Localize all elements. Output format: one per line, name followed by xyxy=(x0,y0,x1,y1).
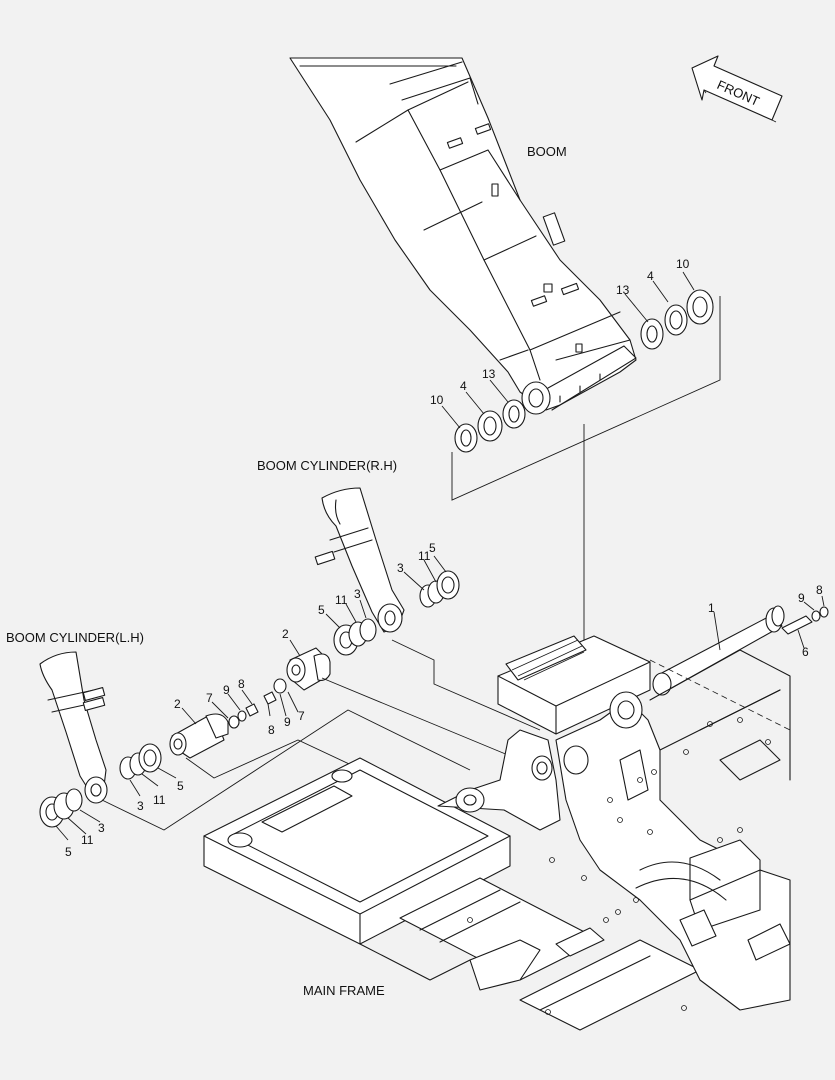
callout-11: 11 xyxy=(418,549,431,563)
boom-cylinder-lh-washers xyxy=(39,743,177,841)
callout-11: 11 xyxy=(81,833,94,847)
callout-1: 1 xyxy=(708,601,715,615)
callout-2: 2 xyxy=(174,697,181,711)
boom-washers-left xyxy=(441,379,526,453)
group-bracket-rh xyxy=(391,639,541,731)
callout-3: 3 xyxy=(137,799,144,813)
main-frame-label: MAIN FRAME xyxy=(303,983,385,998)
boom-cylinder-lh xyxy=(39,651,108,804)
callout-8: 8 xyxy=(816,583,823,597)
callout-4: 4 xyxy=(460,379,467,393)
callout-2: 2 xyxy=(282,627,289,641)
boom xyxy=(289,57,637,415)
callout-8: 8 xyxy=(268,723,275,737)
callout-11: 11 xyxy=(153,793,166,807)
callout-8: 8 xyxy=(238,677,245,691)
callout-5: 5 xyxy=(318,603,325,617)
callout-10: 10 xyxy=(430,393,444,407)
callout-7: 7 xyxy=(206,691,213,705)
callout-13: 13 xyxy=(616,283,630,297)
pin-2-rh xyxy=(263,639,331,717)
boom-cylinder-rh xyxy=(314,487,405,633)
group-bracket-lh xyxy=(101,709,471,831)
callout-9: 9 xyxy=(284,715,291,729)
callout-3: 3 xyxy=(98,821,105,835)
callout-5: 5 xyxy=(65,845,72,859)
callout-9: 9 xyxy=(223,683,230,697)
front-arrow: FRONT xyxy=(691,55,783,123)
boom-label: BOOM xyxy=(527,144,567,159)
callout-13: 13 xyxy=(482,367,496,381)
callout-7: 7 xyxy=(298,709,305,723)
boom-washers-right xyxy=(624,271,714,350)
pin-2-lh xyxy=(169,689,259,759)
leader-pin-rh xyxy=(321,677,521,761)
callout-5: 5 xyxy=(429,541,436,555)
group-bracket-boom xyxy=(451,296,721,501)
boom-cylinder-rh-washers xyxy=(325,555,460,656)
callout-11: 11 xyxy=(335,593,348,607)
main-frame xyxy=(203,635,791,1031)
boom-cylinder-lh-label: BOOM CYLINDER(L.H) xyxy=(6,630,144,645)
callout-10: 10 xyxy=(676,257,690,271)
boom-cylinder-rh-label: BOOM CYLINDER(R.H) xyxy=(257,458,397,473)
boom-foot-pin-1 xyxy=(652,595,829,696)
callout-3: 3 xyxy=(397,561,404,575)
callout-5: 5 xyxy=(177,779,184,793)
callout-3: 3 xyxy=(354,587,361,601)
callout-9: 9 xyxy=(798,591,805,605)
callout-6: 6 xyxy=(802,645,809,659)
callout-4: 4 xyxy=(647,269,654,283)
